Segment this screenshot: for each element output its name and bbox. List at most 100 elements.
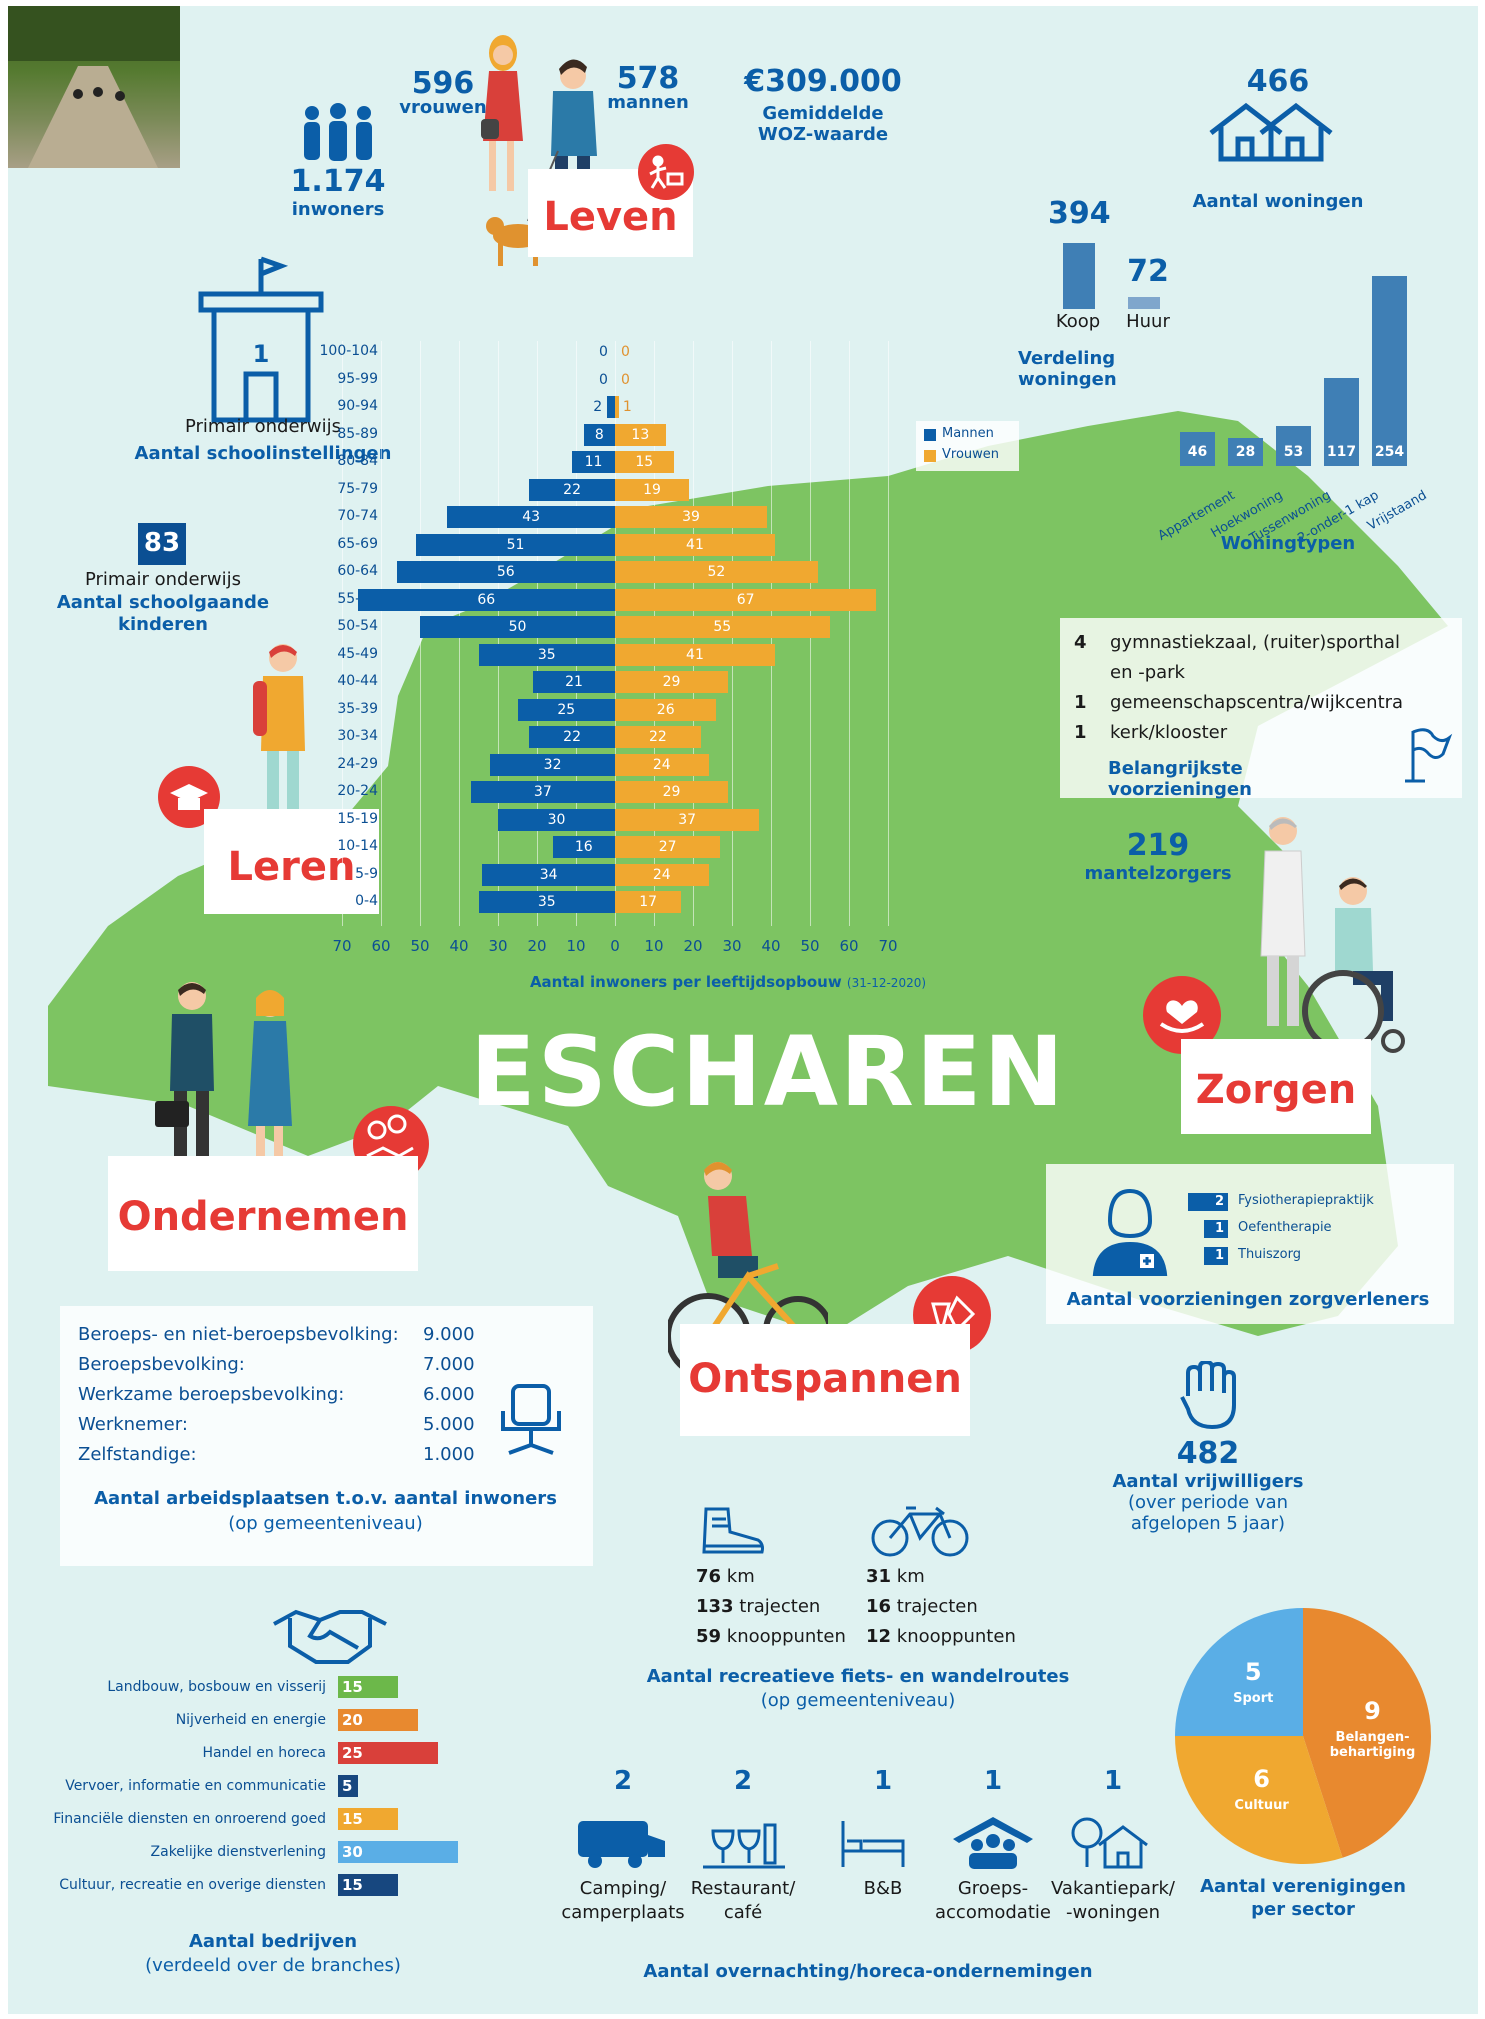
x-tick-label: 30 <box>488 937 508 955</box>
work-value: 1.000 <box>423 1444 475 1465</box>
route-unit: knooppunten <box>721 1626 846 1647</box>
theme-leren-box: Leren <box>204 809 379 914</box>
women-count: 596 <box>411 66 475 101</box>
bar-mannen-value: 0 <box>599 344 608 360</box>
care-provider-label: Oefentherapie <box>1238 1220 1332 1235</box>
x-tick-label: 60 <box>371 937 391 955</box>
age-group-label: 95-99 <box>337 370 378 387</box>
work-row: Beroepsbevolking:7.000 <box>78 1354 498 1384</box>
office-chair-icon <box>501 1384 561 1455</box>
business-sector-bar: 25 <box>338 1742 438 1764</box>
koop-label: Koop <box>1055 311 1101 332</box>
legend-vrouwen: Vrouwen <box>942 447 1000 462</box>
woz-value: €309.000 <box>744 64 902 99</box>
age-group-label: 35-39 <box>337 700 378 717</box>
women-label: vrouwen <box>399 97 487 118</box>
handshake-icon <box>273 1609 387 1664</box>
bar-vrouwen: 13 <box>615 423 666 446</box>
age-group-label: 70-74 <box>337 508 378 524</box>
work-title: Aantal arbeidsplaatsen t.o.v. aantal inw… <box>94 1488 557 1509</box>
business-sector-bar: 5 <box>338 1775 358 1797</box>
population-label: inwoners <box>291 199 385 220</box>
associations-title-2: per sector <box>1251 1899 1355 1920</box>
theme-ontspannen-box: Ontspannen <box>680 1324 970 1436</box>
theme-ondernemen-box: Ondernemen <box>108 1156 418 1271</box>
age-group-label: 65-69 <box>337 535 378 552</box>
bar-mannen: 32 <box>490 753 615 776</box>
business-sector-label: Financiële diensten en onroerend goed <box>53 1811 326 1827</box>
woningtype-bar <box>1228 438 1263 466</box>
facility-text: gymnastiekzaal, (ruiter)sporthal <box>1110 632 1401 653</box>
facility-row: 4 gymnastiekzaal, (ruiter)sporthal <box>1074 632 1454 662</box>
mantelzorgers-count: 219 <box>1126 828 1190 863</box>
businesses-subtitle: (verdeeld over de branches) <box>145 1955 401 1976</box>
horeca-count: 2 <box>733 1766 753 1796</box>
pie-slice <box>1303 1608 1431 1858</box>
camper-icon <box>578 1821 665 1868</box>
bar-vrouwen-value: 0 <box>621 371 630 388</box>
x-tick-label: 40 <box>761 937 781 955</box>
pyramid-gridline <box>888 341 889 926</box>
x-tick-label: 0 <box>610 937 620 955</box>
x-tick-label: 10 <box>644 937 664 955</box>
pie-value: 9 <box>1364 1697 1381 1725</box>
care-provider-label: Thuiszorg <box>1238 1247 1301 1262</box>
municipality-title: ESCHAREN <box>470 1016 1066 1128</box>
work-label: Werkzame beroepsbevolking: <box>78 1384 345 1405</box>
theme-ondernemen-label: Ondernemen <box>117 1194 409 1240</box>
bar-mannen: 8 <box>583 423 615 446</box>
route-row: 12 knooppunten <box>866 1626 1066 1656</box>
homes-total-label: Aantal woningen <box>1192 191 1364 212</box>
x-tick-label: 50 <box>410 937 430 955</box>
pie-label: Sport <box>1233 1691 1273 1706</box>
business-sector-label: Zakelijke dienstverlening <box>150 1844 326 1860</box>
care-provider-label: Fysiotherapiepraktijk <box>1238 1193 1374 1208</box>
kids-title-1: Aantal schoolgaande <box>56 592 270 613</box>
bar-mannen: 37 <box>470 781 615 803</box>
volunteers-count: 482 <box>1176 1436 1240 1471</box>
bar-vrouwen-value: 0 <box>621 344 630 360</box>
business-sector-label: Handel en horeca <box>202 1745 326 1761</box>
leven-icon <box>638 144 694 200</box>
work-value: 9.000 <box>423 1324 475 1345</box>
horeca-label-1: Groeps- <box>957 1878 1029 1899</box>
bar-vrouwen: 24 <box>615 753 709 776</box>
theme-zorgen-box: Zorgen <box>1181 1039 1371 1134</box>
care-provider-count: 1 <box>1204 1220 1228 1238</box>
facility-text: gemeenschapscentra/wijkcentra <box>1110 692 1404 713</box>
route-value: 59 <box>696 1626 722 1647</box>
age-group-label: 20-24 <box>337 783 378 799</box>
x-tick-label: 40 <box>449 937 469 955</box>
woningtype-bar <box>1324 378 1359 466</box>
pie-value: 5 <box>1245 1658 1262 1686</box>
bar-vrouwen: 39 <box>615 506 768 528</box>
pyramid-gridline <box>381 341 382 926</box>
x-tick-label: 20 <box>527 937 547 955</box>
work-value: 5.000 <box>423 1414 475 1435</box>
work-row: Werkzame beroepsbevolking:6.000 <box>78 1384 498 1414</box>
kids-count: 83 <box>143 528 181 558</box>
horeca-label-2: accomodatie <box>935 1902 1051 1923</box>
facility-count: 1 <box>1074 692 1087 713</box>
work-value: 7.000 <box>423 1354 475 1375</box>
bar-vrouwen: 29 <box>615 671 729 693</box>
route-value: 76 <box>696 1566 722 1587</box>
bar-vrouwen: 41 <box>615 533 775 556</box>
volunteers-sub-1: (over periode van <box>1127 1492 1289 1513</box>
horeca-label-2: café <box>723 1902 763 1923</box>
pyramid-subtitle: (31-12-2020) <box>846 976 927 990</box>
route-row: 133 trajecten <box>696 1596 876 1626</box>
facility-count: 4 <box>1074 632 1087 653</box>
age-group-label: 60-64 <box>337 563 378 579</box>
business-sector-label: Vervoer, informatie en communicatie <box>65 1778 326 1794</box>
bar-mannen: 56 <box>396 561 615 583</box>
age-group-label: 30-34 <box>337 728 378 744</box>
work-subtitle: (op gemeenteniveau) <box>228 1513 423 1534</box>
homes-total: 466 <box>1246 64 1310 99</box>
bed-icon <box>841 1821 905 1867</box>
woningtype-bar <box>1372 276 1407 466</box>
